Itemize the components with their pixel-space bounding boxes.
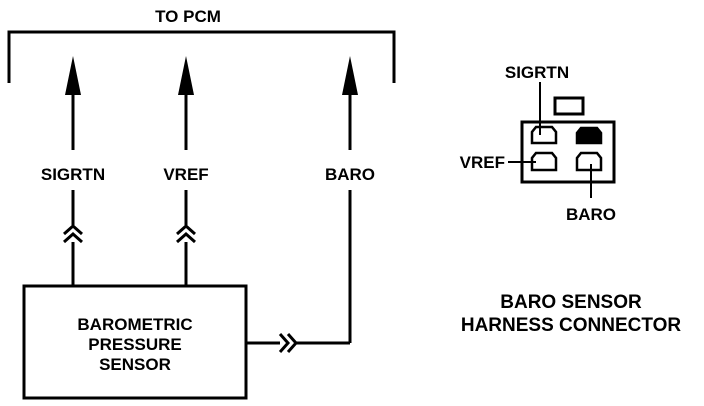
harness-connector-drawing	[508, 82, 616, 198]
connector-title-line2: HARNESS CONNECTOR	[461, 315, 682, 336]
connector-baro-label: BARO	[566, 205, 616, 224]
sensor-label-line2: PRESSURE	[88, 335, 182, 354]
connector-title-line1: BARO SENSOR	[500, 292, 642, 313]
connector-latch	[553, 96, 585, 116]
connector-pin-blocked	[575, 126, 603, 145]
to-pcm-label: TO PCM	[155, 7, 221, 26]
barometric-pressure-sensor-box	[22, 284, 248, 400]
connector-pin-vref	[530, 151, 558, 172]
vref-wire-label: VREF	[163, 165, 208, 184]
baro-connector-symbol	[278, 333, 299, 353]
vref-arrowhead	[178, 56, 194, 95]
sensor-label-line3: SENSOR	[99, 355, 171, 374]
connector-sigrtn-label: SIGRTN	[505, 63, 569, 82]
baro-arrowhead	[342, 56, 358, 95]
baro-wire-label: BARO	[325, 165, 375, 184]
sigrtn-wire-label: SIGRTN	[41, 165, 105, 184]
sigrtn-connector-symbol	[63, 223, 83, 244]
baro-wire	[246, 56, 358, 353]
vref-connector-symbol	[176, 223, 196, 244]
connector-pin-baro	[575, 151, 603, 172]
pcm-bracket	[7, 30, 396, 83]
connector-vref-label: VREF	[460, 153, 505, 172]
sensor-label-line1: BAROMETRIC	[77, 315, 192, 334]
connector-pin-sigrtn	[530, 125, 558, 145]
sigrtn-wire	[63, 56, 83, 286]
sigrtn-arrowhead	[65, 56, 81, 95]
vref-wire	[176, 56, 196, 286]
